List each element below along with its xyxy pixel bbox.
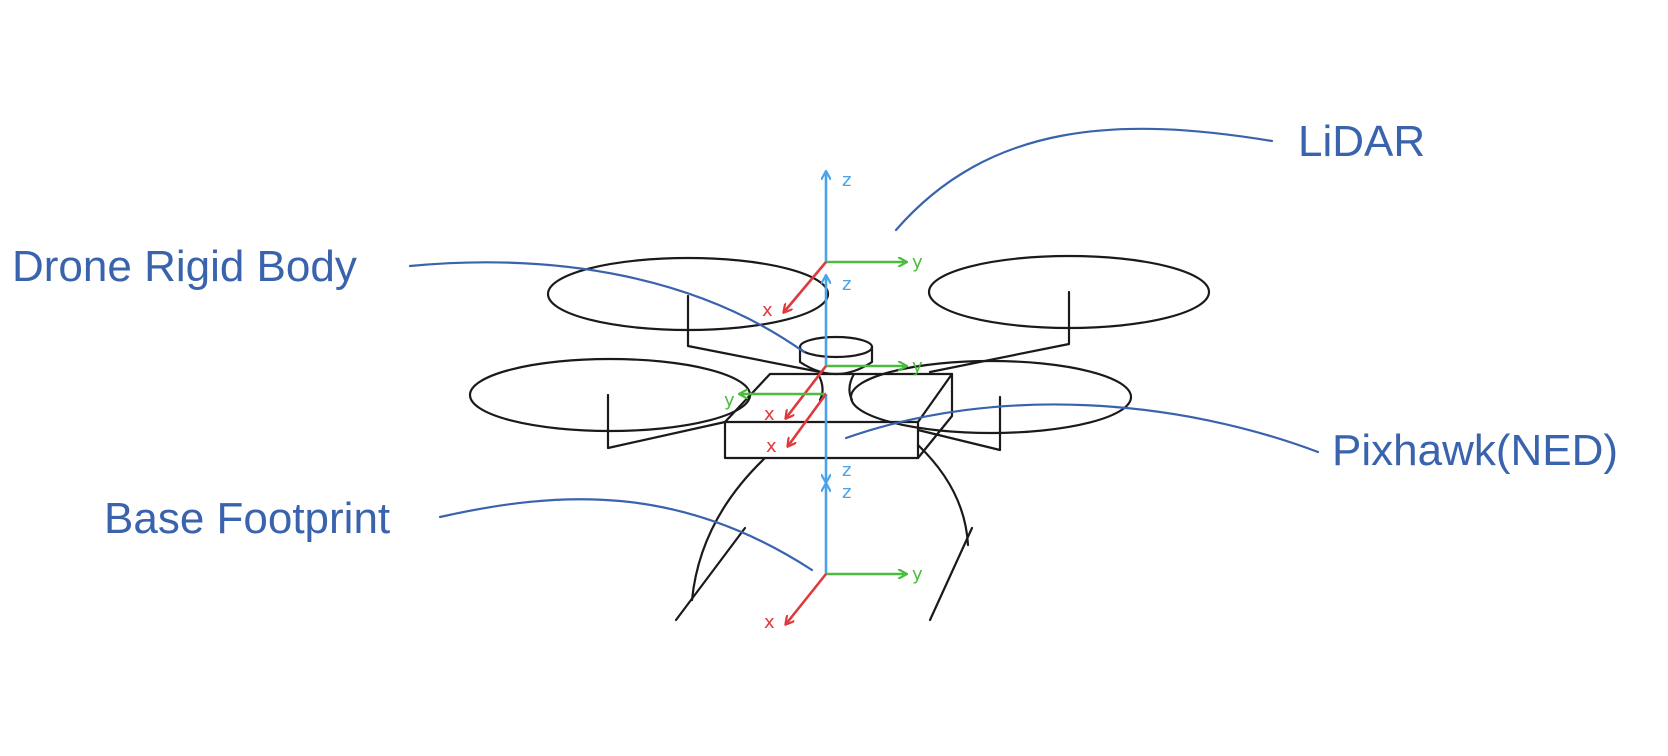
landing-gear-left bbox=[674, 456, 767, 622]
pixhawk-x-label: x bbox=[766, 436, 777, 457]
pixhawk-ned-frame: z y x bbox=[724, 390, 851, 482]
arm-front-left bbox=[606, 393, 727, 450]
lidar-z-label: z bbox=[842, 170, 851, 191]
body-x-label: x bbox=[764, 404, 775, 425]
base-footprint-label: Base Footprint bbox=[104, 494, 390, 543]
lidar-frame: z y x bbox=[762, 170, 923, 321]
drone-rigid-body-leader bbox=[408, 261, 806, 354]
pixhawk-y-label: y bbox=[724, 390, 735, 411]
propeller-front-left bbox=[468, 357, 752, 433]
pixhawk-leader bbox=[844, 403, 1320, 454]
pixhawk-z-label: z bbox=[842, 460, 851, 481]
lidar-leader bbox=[894, 127, 1274, 232]
body-y-label: y bbox=[912, 356, 923, 377]
body-z-label: z bbox=[842, 274, 851, 295]
pixhawk-label: Pixhawk(NED) bbox=[1332, 426, 1618, 475]
central-body-box bbox=[723, 372, 954, 460]
landing-gear-right bbox=[916, 443, 974, 622]
drone-rigid-body-frame: z y x bbox=[764, 274, 923, 425]
base-x-axis bbox=[786, 573, 828, 624]
pixhawk-x-axis bbox=[788, 393, 828, 446]
arm-back-left bbox=[686, 294, 822, 374]
base-z-label: z bbox=[842, 482, 851, 503]
drone-drawing bbox=[468, 254, 1211, 622]
lidar-label: LiDAR bbox=[1298, 117, 1425, 166]
leader-lines bbox=[408, 127, 1320, 572]
base-footprint-leader bbox=[438, 498, 814, 572]
lidar-x-label: x bbox=[762, 300, 773, 321]
arm-front-right bbox=[916, 395, 1002, 452]
base-footprint-frame: z y x bbox=[764, 482, 923, 633]
body-x-axis bbox=[786, 365, 828, 418]
drone-rigid-body-label: Drone Rigid Body bbox=[12, 242, 357, 291]
lidar-x-axis bbox=[784, 261, 827, 312]
arm-back-right bbox=[928, 290, 1071, 374]
base-x-label: x bbox=[764, 612, 775, 633]
lidar-y-label: y bbox=[912, 252, 923, 273]
base-y-label: y bbox=[912, 564, 923, 585]
lidar-puck bbox=[798, 335, 874, 402]
